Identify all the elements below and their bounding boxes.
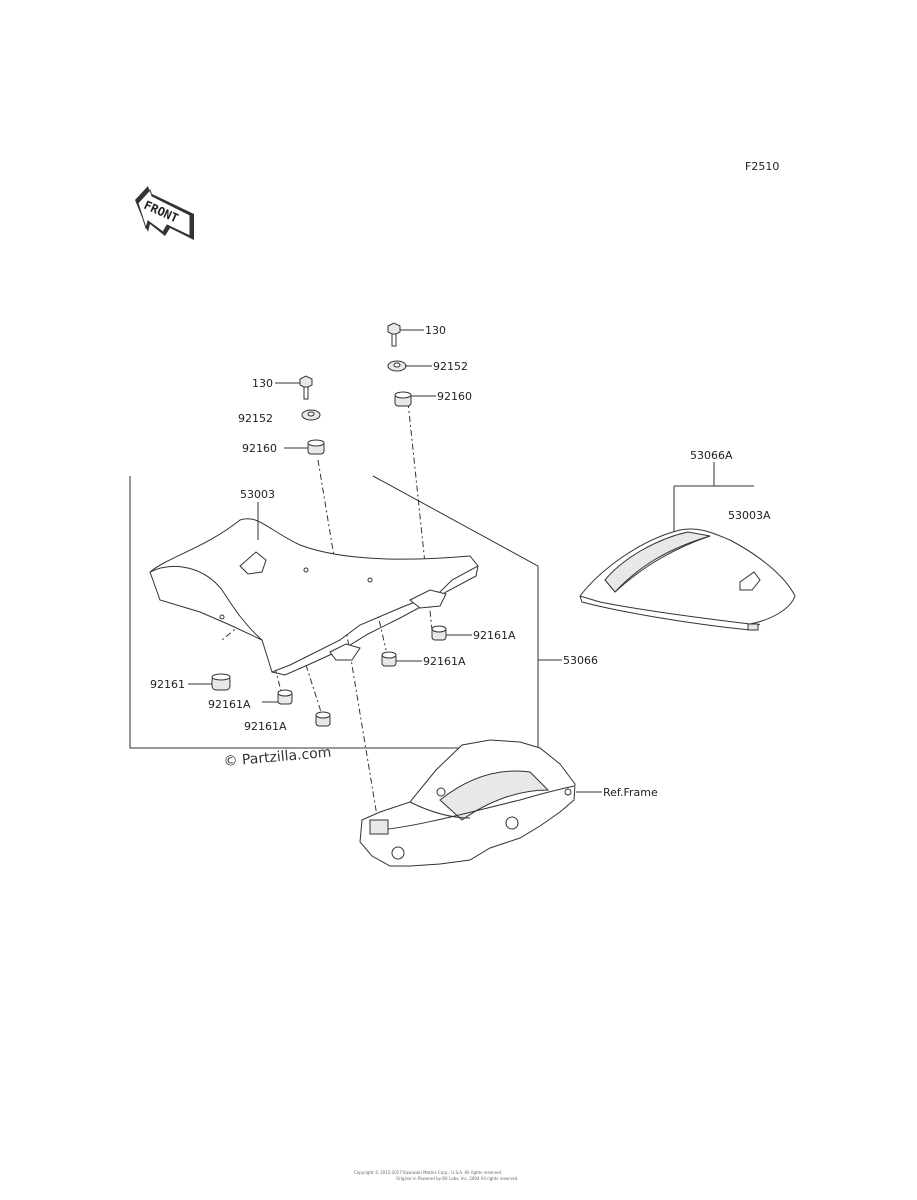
part-label-seat-assy: 53066 (563, 654, 598, 667)
part-label-damper-right: 92160 (437, 390, 472, 403)
part-label-ref-frame: Ref.Frame (603, 786, 658, 799)
part-label-washer-right: 92152 (433, 360, 468, 373)
part-label-damper-2: 92161A (423, 655, 466, 668)
part-label-damper-left: 92160 (242, 442, 277, 455)
seat-dampers: 92161A 92161A 92161 92161A 92161A (150, 625, 516, 733)
left-hardware: 130 92152 92160 (238, 375, 325, 455)
front-seat: 53003 (149, 488, 479, 676)
part-label-damper-4: 92161A (244, 720, 287, 733)
copyright-line-1: Copyright © 2012-2017 Kawasaki Motors Co… (354, 1170, 502, 1175)
front-arrow-icon: FRONT (135, 186, 194, 240)
part-label-damper-big: 92161 (150, 678, 185, 691)
rear-frame: Ref.Frame (359, 739, 658, 867)
figure-code: F2510 (745, 160, 779, 173)
right-hardware: 130 92152 92160 (387, 322, 472, 407)
rear-seat: 53066A 53003A (579, 449, 796, 631)
part-label-damper-3: 92161A (208, 698, 251, 711)
part-label-bolt-right: 130 (425, 324, 446, 337)
part-label-bolt-left: 130 (252, 377, 273, 390)
seat-assy-leader: 53066 (538, 654, 598, 667)
part-label-washer-left: 92152 (238, 412, 273, 425)
part-label-damper-1: 92161A (473, 629, 516, 642)
part-label-seat-front: 53003 (240, 488, 275, 501)
copyright-line-2: Original in Powered by Bit Labs, Inc. 20… (396, 1176, 519, 1181)
part-label-seat-rear-assy: 53066A (690, 449, 733, 462)
part-label-seat-rear: 53003A (728, 509, 771, 522)
